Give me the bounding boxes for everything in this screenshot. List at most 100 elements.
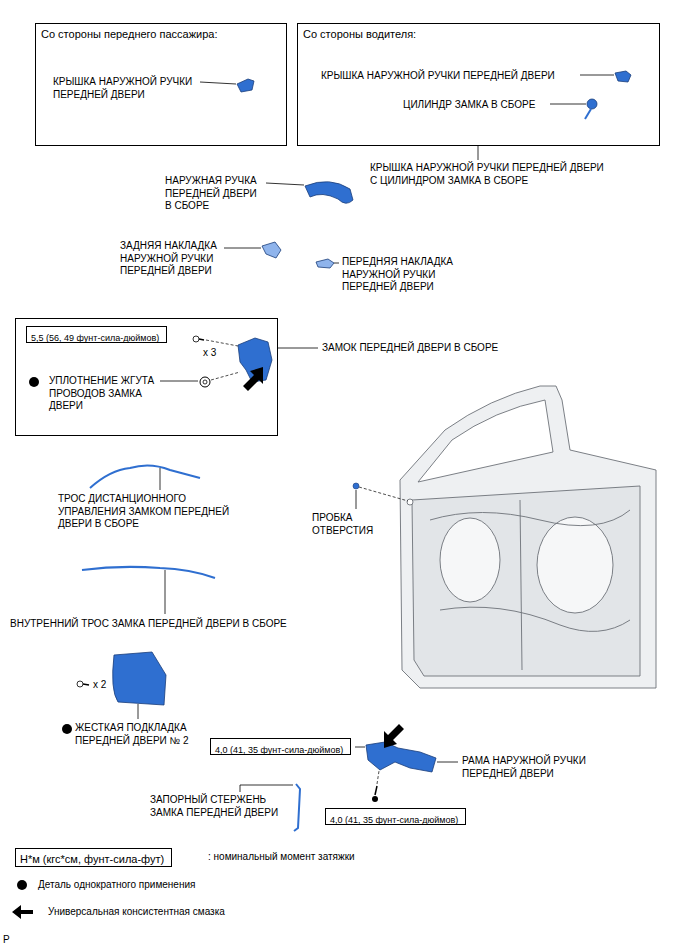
torque-box: 4,0 (41, 35 фунт-сила-дюймов)	[325, 808, 466, 825]
part-name: КРЫШКА НАРУЖНОЙ РУЧКИ ПЕРЕДНЕЙ ДВЕРИ	[53, 76, 203, 101]
hole-plug-part	[359, 487, 408, 501]
part-name: ТРОС ДИСТАНЦИОННОГО УПРАВЛЕНИЯ ЗАМКОМ ПЕ…	[58, 493, 250, 531]
door-illustration	[440, 518, 500, 602]
handle-pad-part	[316, 259, 334, 268]
part-name: ЗАДНЯЯ НАКЛАДКА НАРУЖНОЙ РУЧКИ ПЕРЕДНЕЙ …	[120, 240, 225, 278]
cable-part	[82, 567, 215, 578]
screw-symbol	[77, 681, 89, 687]
leader-line	[165, 570, 166, 614]
hole-plug-part	[353, 483, 359, 489]
leader-line	[160, 348, 318, 381]
part-name: КРЫШКА НАРУЖНОЙ РУЧКИ ПЕРЕДНЕЙ ДВЕРИ	[321, 70, 591, 83]
part-name: НАРУЖНАЯ РУЧКА ПЕРЕДНЕЙ ДВЕРИ В СБОРЕ	[165, 175, 262, 213]
part-name: ЗАМОК ПЕРЕДНЕЙ ДВЕРИ В СБОРЕ	[322, 342, 562, 355]
leader-line	[334, 263, 339, 264]
part-name: ЦИЛИНДР ЗАМКА В СБОРЕ	[403, 99, 563, 112]
screw-symbol	[206, 340, 238, 346]
lock-cylinder-part	[587, 99, 597, 109]
part-name: ЗАПОРНЫЙ СТЕРЖЕНЬ ЗАМКА ПЕРЕДНЕЙ ДВЕРИ	[150, 794, 290, 819]
part-name: ЖЕСТКАЯ ПОДКЛАДКА ПЕРЕДНЕЙ ДВЕРИ № 2	[75, 722, 235, 747]
leader-line	[437, 762, 458, 763]
leader-line	[478, 75, 614, 160]
leader-line	[580, 75, 614, 76]
part-name: ПРОБКА ОТВЕРСТИЯ	[312, 512, 387, 537]
leader-line	[278, 348, 318, 349]
cable-part	[90, 465, 200, 488]
handle-cover-part	[615, 71, 631, 82]
legend-text: : номинальный момент затяжки	[208, 851, 355, 864]
handle-frame-part	[366, 742, 436, 772]
door-illustration	[400, 386, 656, 688]
torque-box: 4,0 (41, 35 фунт-сила-дюймов)	[210, 738, 351, 755]
grommet-part	[200, 372, 240, 387]
leader-line	[356, 490, 357, 509]
grommet-part	[200, 377, 210, 387]
door-pad-part	[113, 652, 166, 705]
part-name: КРЫШКА НАРУЖНОЙ РУЧКИ ПЕРЕДНЕЙ ДВЕРИ С Ц…	[370, 162, 608, 187]
torque-box: 5,5 (56, 49 фунт-сила-дюймов)	[26, 326, 167, 343]
handle-cover-part	[237, 79, 254, 92]
leader-line	[355, 747, 458, 762]
single-use-dot	[29, 377, 39, 387]
page-code: P	[3, 934, 17, 947]
single-use-dot	[62, 724, 72, 734]
outside-handle-part	[305, 182, 353, 204]
leader-line	[478, 146, 479, 160]
grommet-part	[203, 380, 207, 384]
leader-line	[240, 785, 293, 792]
door-illustration	[430, 510, 630, 526]
leader-line	[200, 82, 236, 84]
handle-cover-part	[237, 79, 254, 92]
grease-arrow	[12, 905, 33, 919]
handle-cover-part	[615, 71, 631, 82]
single-use-dot	[62, 724, 72, 734]
handle-pad-part	[262, 242, 281, 258]
quantity-label: x 2	[93, 679, 115, 692]
leader-line	[160, 381, 198, 382]
door-illustration	[537, 517, 613, 613]
leader-line	[200, 82, 236, 84]
leader-line	[160, 468, 161, 490]
single-use-dot	[17, 880, 27, 890]
rod-part	[294, 784, 300, 831]
leader-line	[240, 785, 293, 792]
screw-symbol	[193, 336, 199, 342]
grease-arrow	[243, 367, 263, 391]
handle-pad-part	[262, 242, 334, 268]
rod-part	[294, 784, 300, 831]
panel-heading: Со стороны водителя:	[303, 28, 543, 41]
lock-cylinder-part	[585, 99, 597, 119]
outside-handle-part	[305, 182, 353, 204]
handle-frame-part	[366, 742, 436, 772]
screw-symbol	[199, 339, 204, 340]
torque-value: 4,0 (41, 35 фунт-сила-дюймов)	[326, 813, 462, 828]
door-illustration	[520, 500, 522, 670]
door-illustration	[407, 499, 413, 505]
torque-value: 4,0 (41, 35 фунт-сила-дюймов)	[211, 743, 347, 758]
part-name: РАМА НАРУЖНОЙ РУЧКИ ПЕРЕДНЕЙ ДВЕРИ	[462, 755, 597, 780]
legend-text: Универсальная консистентная смазка	[48, 906, 225, 919]
cable-part	[90, 465, 200, 488]
part-name: ПЕРЕДНЯЯ НАКЛАДКА НАРУЖНОЙ РУЧКИ ПЕРЕДНЕ…	[342, 256, 460, 294]
screw-symbol	[372, 771, 379, 802]
torque-box: Н*м (кгс*см, фунт-сила-фут)	[15, 848, 172, 867]
grease-arrow	[243, 367, 263, 391]
quantity-label: x 3	[203, 347, 233, 360]
screw-symbol	[372, 796, 378, 802]
grease-arrow	[12, 905, 33, 919]
part-name: ВНУТРЕННИЙ ТРОС ЗАМКА ПЕРЕДНЕЙ ДВЕРИ В С…	[10, 618, 350, 631]
screw-symbol	[377, 771, 379, 784]
panel-heading: Со стороны переднего пассажира:	[41, 28, 281, 41]
part-name: УПЛОТНЕНИЕ ЖГУТА ПРОВОДОВ ЗАМКА ДВЕРИ	[49, 375, 169, 413]
single-use-dot	[29, 377, 39, 387]
leader-line	[356, 490, 357, 509]
cable-part	[82, 567, 215, 578]
side-panel: Со стороны переднего пассажира: КРЫШКА НА…	[35, 23, 287, 146]
torque-value: Н*м (кгс*см, фунт-сила-фут)	[16, 851, 168, 868]
grease-arrow	[384, 724, 404, 748]
leader-line	[266, 183, 304, 185]
door-pad-part	[113, 652, 166, 705]
leader-line	[138, 704, 139, 719]
leader-line	[355, 747, 365, 748]
